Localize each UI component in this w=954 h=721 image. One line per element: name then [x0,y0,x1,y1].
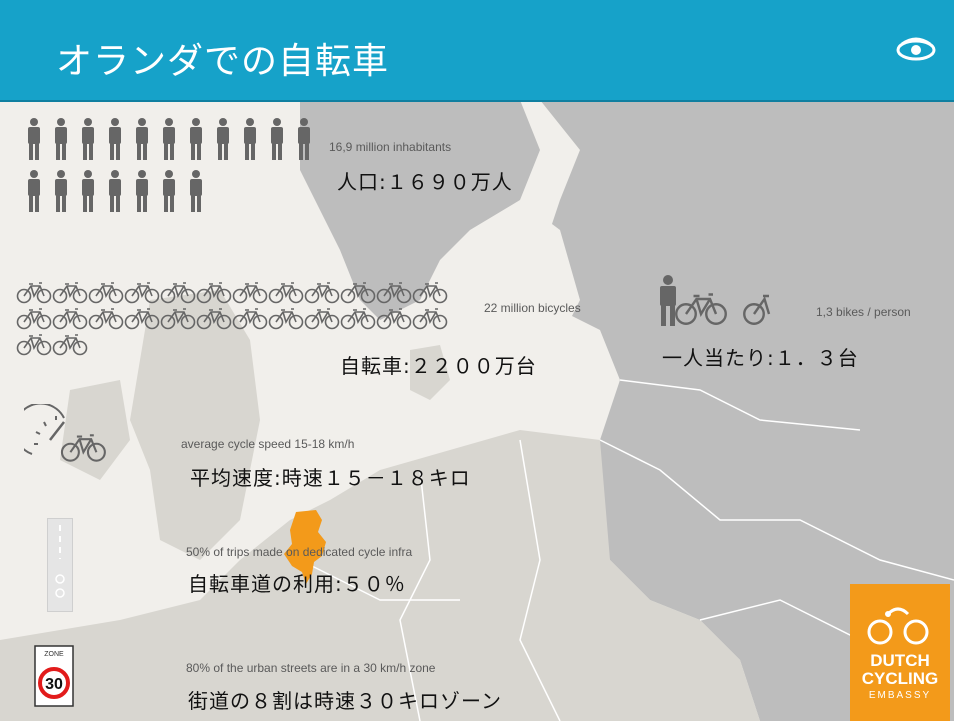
bicycle-icon [340,308,376,330]
sea-baltic [500,200,580,340]
sign-top-text: ZONE [44,651,64,658]
person-icon [109,170,121,212]
slide-title: オランダでの自転車 [56,41,390,82]
badge-line1: DUTCH [870,651,930,670]
person-icon [82,170,94,212]
person-with-bikes-pictogram [660,275,771,326]
person-icon [55,170,67,212]
person-icon [136,170,148,212]
bicycle-icon [160,282,196,304]
bicycle-icon [196,282,232,304]
bicycle-icon [16,308,52,330]
per-person-en: 1,3 bikes / person [816,305,911,319]
bicycle-icon [124,308,160,330]
person-icon [136,118,148,160]
people-pictogram [28,118,310,212]
badge-line2: CYCLING [862,669,939,688]
bicycle-icon [412,282,448,304]
infra-en: 50% of trips made on dedicated cycle inf… [186,545,413,559]
per-person-ja: 一人当たり:１．３台 [662,346,859,370]
bicycle-icon [88,282,124,304]
person-icon [244,118,256,160]
bicycle-icon [160,308,196,330]
person-icon [163,170,175,212]
bicycle-icon [268,308,304,330]
person-icon [190,118,202,160]
bicycle-icon [196,308,232,330]
bicycle-icon [52,308,88,330]
person-icon [217,118,229,160]
speed-en: average cycle speed 15-18 km/h [181,437,355,451]
badge-line3: EMBASSY [869,690,931,701]
bicycle-icon [340,282,376,304]
land-denmark [410,345,450,400]
title-bar: オランダでの自転車 [0,0,954,102]
person-icon [28,118,40,160]
bicycle-icon [16,282,52,304]
inhabitants-en: 16,9 million inhabitants [329,140,452,154]
person-icon [55,118,67,160]
land-continent [0,430,760,721]
bicycles-ja: 自転車:２２００万台 [340,354,537,378]
bicycle-icon [675,293,727,325]
bicycle-icon [232,308,268,330]
zone-en: 80% of the urban streets are in a 30 km/… [186,661,436,675]
bicycle-icon [232,282,268,304]
dutch-cycling-embassy-badge: DUTCH CYCLING EMBASSY [850,584,950,721]
person-icon [82,118,94,160]
zone-ja: 街道の８割は時速３０キロゾーン [188,689,502,713]
bicycle-icon [304,308,340,330]
person-icon [163,118,175,160]
bicycle-icon [304,282,340,304]
bicycle-icon [376,282,412,304]
inhabitants-ja: 人口:１６９０万人 [337,170,513,194]
person-icon [660,275,676,326]
cycle-lane-icon [47,518,73,612]
person-icon [190,170,202,212]
netherlands-map-highlight [284,510,326,584]
bicycle-icon [376,308,412,330]
person-icon [109,118,121,160]
sign-number: 30 [45,676,63,693]
zone-30-sign: ZONE 30 [34,645,74,707]
eye-logo-icon [896,37,936,61]
bicycle-icon [52,282,88,304]
bicycle-icon [88,308,124,330]
bicycle-icon [268,282,304,304]
bicycle-icon [124,282,160,304]
land-scandinavia [300,100,540,320]
person-icon [28,170,40,212]
bicycle-icon [412,308,448,330]
land-northeast [540,100,954,721]
infra-ja: 自転車道の利用:５０％ [188,572,406,596]
bicycle-icon [52,334,88,356]
person-icon [271,118,283,160]
bicycles-en: 22 million bicycles [484,301,581,315]
land-british-isles [130,290,260,560]
person-icon [298,118,310,160]
bicycle-icon [16,334,52,356]
speedometer-icon [24,404,106,462]
speed-ja: 平均速度:時速１５－１８キロ [190,466,471,490]
partial-bicycle-icon [743,294,771,325]
